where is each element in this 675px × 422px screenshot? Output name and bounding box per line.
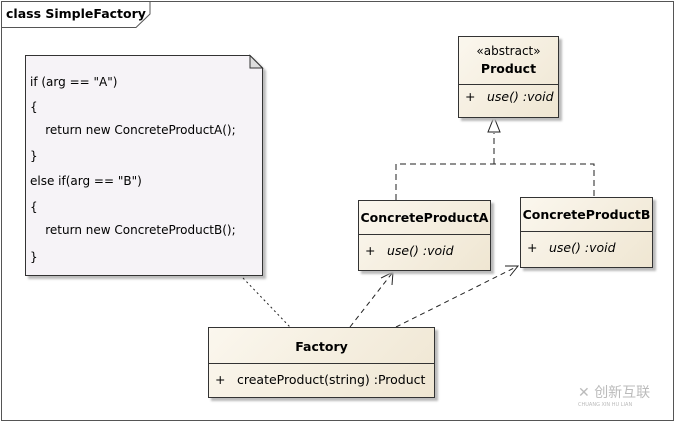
class-name: ConcreteProductB xyxy=(522,207,651,222)
note-line: } xyxy=(30,250,38,264)
class-concrete-product-b: ConcreteProductB + use() :void xyxy=(520,197,653,268)
visibility: + xyxy=(465,89,476,104)
generalization-arrowhead xyxy=(487,115,501,133)
note-line: return new ConcreteProductA(); xyxy=(30,123,236,137)
class-header: ConcreteProductA xyxy=(359,201,490,235)
class-name: ConcreteProductA xyxy=(360,210,489,225)
watermark-logo: ✕ 创新互联 CHUANG XIN HU LIAN xyxy=(578,382,650,408)
operation-signature: use() :void xyxy=(387,243,454,258)
operation: + use() :void xyxy=(459,85,558,109)
note-line: } xyxy=(30,149,38,163)
dependency-factory-a xyxy=(349,271,394,328)
note-line: if (arg == "A") xyxy=(30,75,118,89)
dependency-arrowhead-a xyxy=(380,271,394,286)
class-header: «abstract» Product xyxy=(459,37,558,85)
note-line: { xyxy=(30,100,38,114)
visibility: + xyxy=(527,240,538,255)
class-header: ConcreteProductB xyxy=(521,198,652,232)
visibility: + xyxy=(365,243,376,258)
operation: + use() :void xyxy=(359,239,490,263)
note-line: else if(arg == "B") xyxy=(30,174,142,188)
note-line: return new ConcreteProductB(); xyxy=(30,223,236,237)
frame-tab xyxy=(1,1,151,28)
frame-title: class SimpleFactory xyxy=(6,6,146,21)
note-line: { xyxy=(30,200,38,214)
operation-signature: use() :void xyxy=(549,240,616,255)
class-concrete-product-a: ConcreteProductA + use() :void xyxy=(358,200,491,271)
watermark-subtext: CHUANG XIN HU LIAN xyxy=(578,402,633,408)
dependency-factory-b xyxy=(395,265,519,328)
operation: + createProduct(string) :Product xyxy=(209,368,434,392)
operation-signature: use() :void xyxy=(487,89,554,104)
note-link xyxy=(242,277,291,328)
visibility: + xyxy=(215,372,226,387)
class-name: Factory xyxy=(295,339,348,354)
dependency-arrowhead-b xyxy=(505,265,520,277)
generalization-line xyxy=(395,133,595,200)
class-factory: Factory + createProduct(string) :Product xyxy=(208,327,435,398)
note-shape xyxy=(25,55,263,276)
code-note: if (arg == "A") { return new ConcretePro… xyxy=(25,55,262,275)
watermark-text: 创新互联 xyxy=(594,385,651,401)
class-product: «abstract» Product + use() :void xyxy=(458,36,559,118)
class-header: Factory xyxy=(209,328,434,364)
operation: + use() :void xyxy=(521,236,652,260)
note-dog-ear xyxy=(249,54,264,69)
class-name: Product xyxy=(480,61,537,76)
watermark-icon: ✕ xyxy=(578,385,590,401)
operation-signature: createProduct(string) :Product xyxy=(237,372,426,387)
stereotype: «abstract» xyxy=(476,44,541,58)
